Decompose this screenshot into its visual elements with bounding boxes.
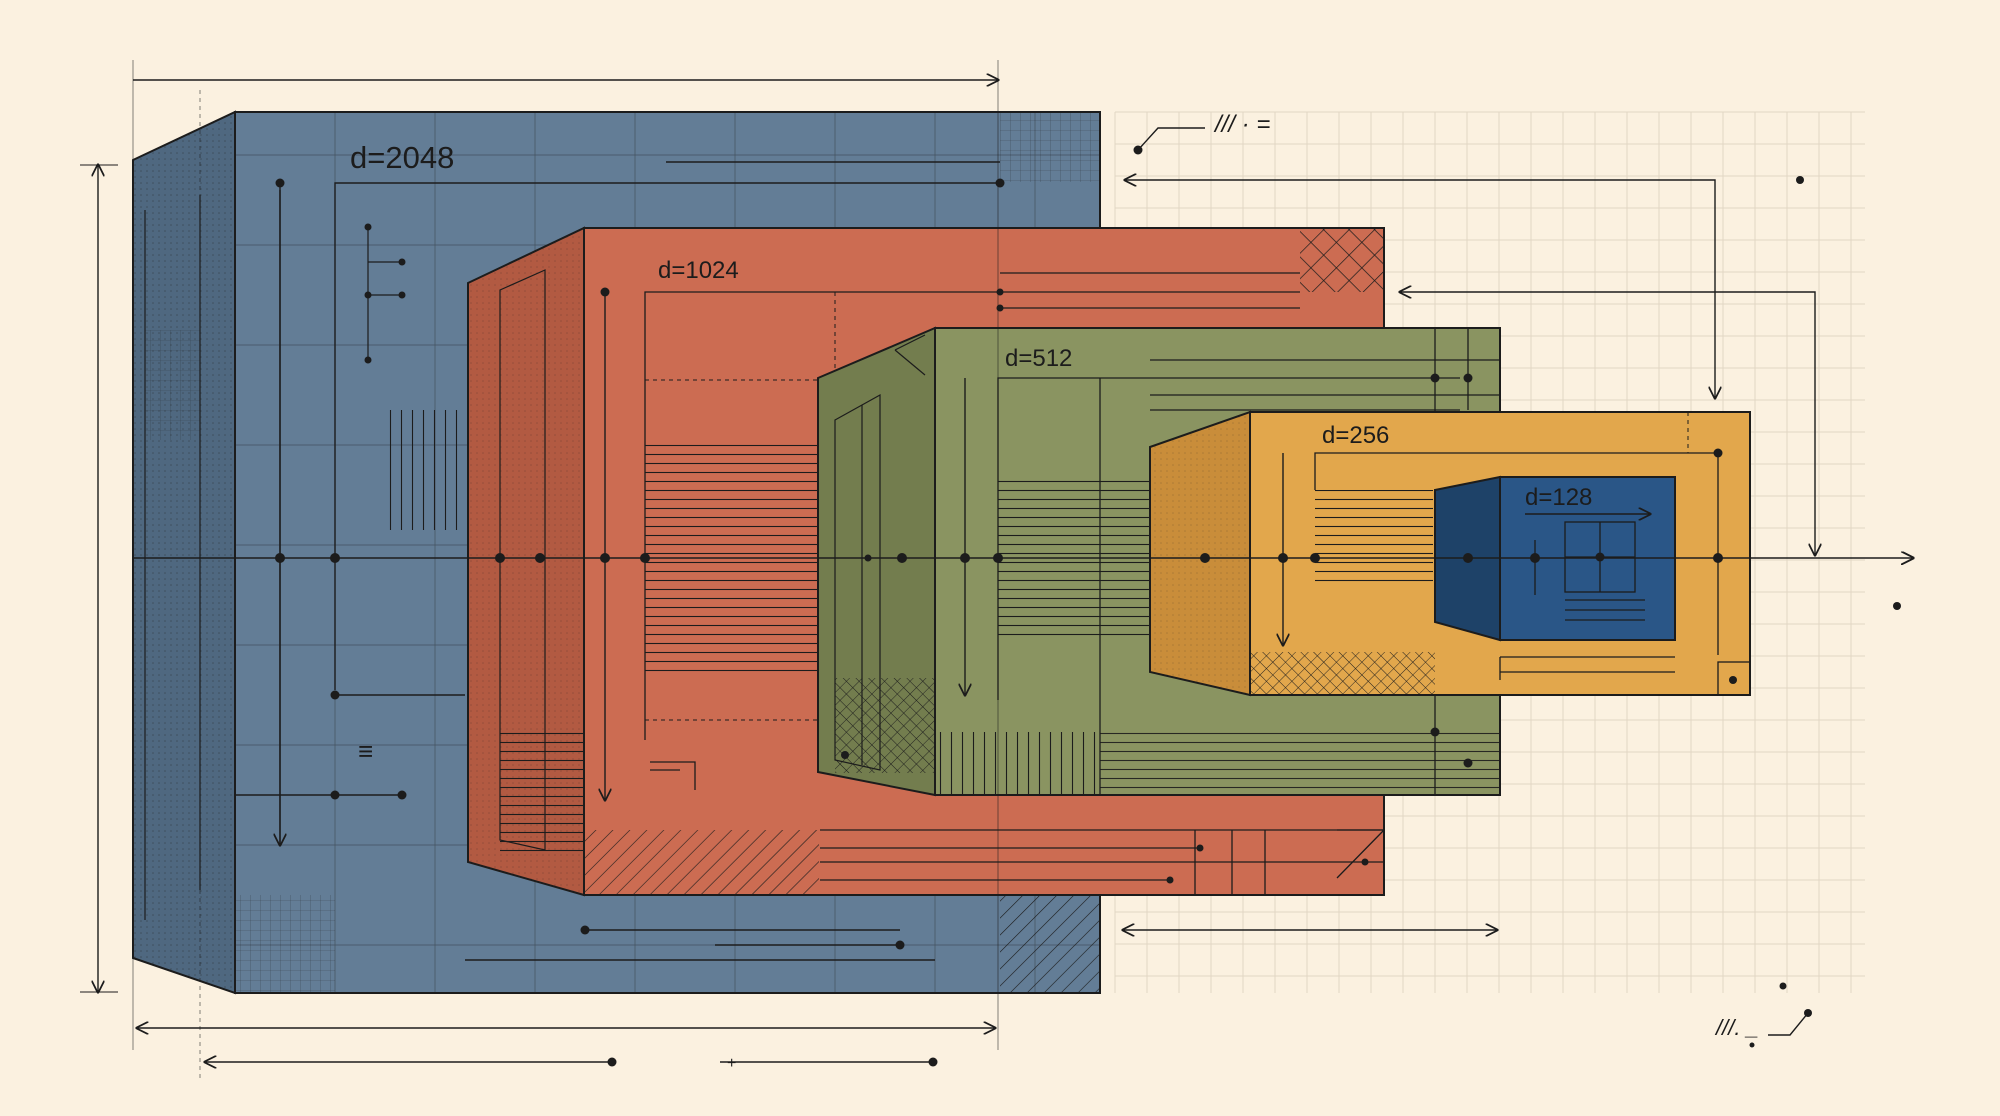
- annotation-marks-top: /// · =: [1213, 111, 1270, 138]
- label-d1024: d=1024: [658, 257, 739, 284]
- label-d2048: d=2048: [350, 140, 454, 175]
- label-d512: d=512: [1005, 345, 1072, 372]
- label-d256: d=256: [1322, 422, 1389, 449]
- dimension-lines: [80, 60, 1815, 1080]
- annotation-plus: +: [727, 1055, 736, 1072]
- annotation-marks-bottom: ///. _: [1714, 1015, 1759, 1040]
- list-glyph: ≡: [358, 736, 373, 766]
- label-d128: d=128: [1525, 484, 1592, 511]
